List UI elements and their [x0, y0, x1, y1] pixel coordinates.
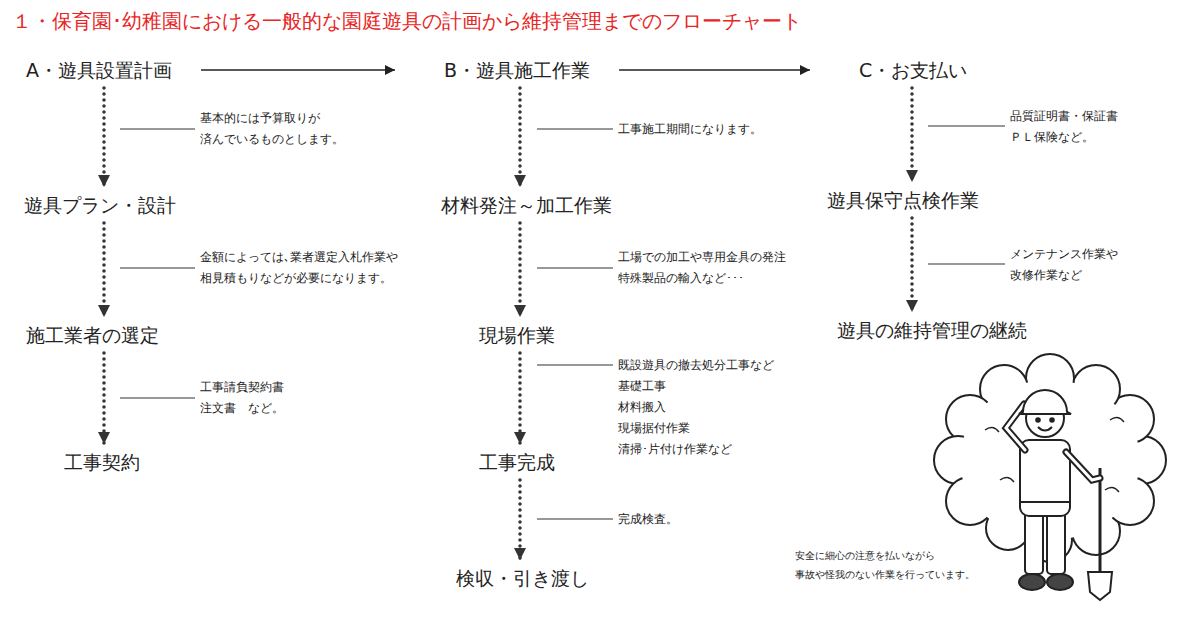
flow-arrow [201, 69, 395, 71]
worker-belt [1020, 501, 1070, 503]
dotted-arrow [910, 88, 914, 182]
step-text: 遊具の維持管理の継続 [837, 318, 1027, 342]
annotation-note: 清掃･片付け作業など [618, 439, 732, 460]
annotation-note: 工事請負契約書 注文書 など。 [200, 377, 310, 419]
annotation-note: メンテナンス作業や 改修作業など [1010, 244, 1135, 286]
dotted-arrow [518, 480, 522, 560]
step-text: 材料発注～加工作業 [441, 193, 612, 217]
leader-line [537, 364, 613, 365]
flow-step: 現場作業 [475, 321, 559, 349]
step-text: 工事契約 [64, 450, 140, 474]
annotation-note: 材料搬入 [618, 397, 666, 418]
worker-boot [1047, 574, 1073, 590]
dotted-arrow [102, 88, 106, 187]
flow-step: 遊具の維持管理の継続 [833, 316, 1031, 344]
annotation-note: 安全に細心の注意を払いながら 事故や怪我のない作業を行っています。 [795, 546, 985, 584]
annotation-note: 現場据付作業 [618, 418, 690, 439]
dotted-arrow [518, 353, 522, 444]
worker-arm-fill [1066, 452, 1100, 480]
leader-line [120, 397, 195, 398]
leader-line [120, 128, 195, 129]
flow-step: B・遊具施工作業 [440, 56, 594, 84]
tree-crown [960, 380, 1140, 540]
step-text: C・お支払い [859, 58, 967, 82]
flow-step: 材料発注～加工作業 [437, 191, 616, 219]
leader-line [537, 128, 613, 129]
step-text: 工事完成 [479, 450, 555, 474]
flow-step: 工事契約 [60, 448, 144, 476]
worker-helmet [1019, 390, 1071, 414]
leader-line [928, 125, 1005, 126]
leader-line [120, 267, 195, 268]
flow-step: 遊具保守点検作業 [823, 186, 983, 214]
flow-step: C・お支払い [855, 56, 971, 84]
flow-step: 施工業者の選定 [22, 321, 163, 349]
worker-eye [1050, 418, 1054, 422]
dotted-arrow [102, 353, 106, 444]
step-text: 現場作業 [479, 323, 555, 347]
annotation-note: 工事施工期間になります。 [618, 119, 762, 140]
chart-title: １・保育園･幼稚園における一般的な園庭遊具の計画から維持管理までのフローチャート [12, 8, 802, 34]
worker-arm [1066, 452, 1100, 480]
leader-line [537, 267, 613, 268]
worker-leg [1047, 512, 1065, 574]
flow-step: A・遊具設置計画 [22, 56, 176, 84]
step-text: 遊具プラン・設計 [24, 193, 176, 217]
flow-step: 検収・引き渡し [452, 564, 593, 592]
dotted-arrow [518, 88, 522, 187]
step-text: A・遊具設置計画 [26, 58, 172, 82]
leader-line [537, 518, 613, 519]
worker-leg [1025, 512, 1043, 574]
worker-boot [1019, 574, 1045, 590]
annotation-note: 工場での加工や専用金具の発注 特殊製品の輸入など･･･ [618, 247, 803, 289]
leader-line [928, 263, 1005, 264]
annotation-note: 基礎工事 [618, 376, 666, 397]
dotted-arrow [518, 223, 522, 317]
worker-eye [1036, 418, 1040, 422]
annotation-note: 品質証明書・保証書 ＰＬ保険など。 [1010, 106, 1135, 148]
shovel-blade [1088, 572, 1112, 600]
annotation-note: 既設遊具の撤去処分工事など [618, 355, 774, 376]
annotation-note: 金額によっては､業者選定入札作業や 相見積もりなどが必要になります。 [200, 247, 422, 289]
flow-step: 工事完成 [475, 448, 559, 476]
flow-step: 遊具プラン・設計 [20, 191, 180, 219]
flow-arrow [619, 69, 810, 71]
worker-figure [1006, 390, 1112, 600]
step-text: 遊具保守点検作業 [827, 188, 979, 212]
dotted-arrow [910, 218, 914, 312]
step-text: B・遊具施工作業 [444, 58, 590, 82]
annotation-note: 完成検査。 [618, 509, 678, 530]
step-text: 施工業者の選定 [26, 323, 159, 347]
annotation-note: 基本的には予算取りが 済んでいるものとします。 [200, 108, 360, 150]
shovel-handle [1099, 468, 1102, 572]
step-text: 検収・引き渡し [456, 566, 589, 590]
worker-smile [1038, 427, 1052, 431]
dotted-arrow [102, 223, 106, 317]
